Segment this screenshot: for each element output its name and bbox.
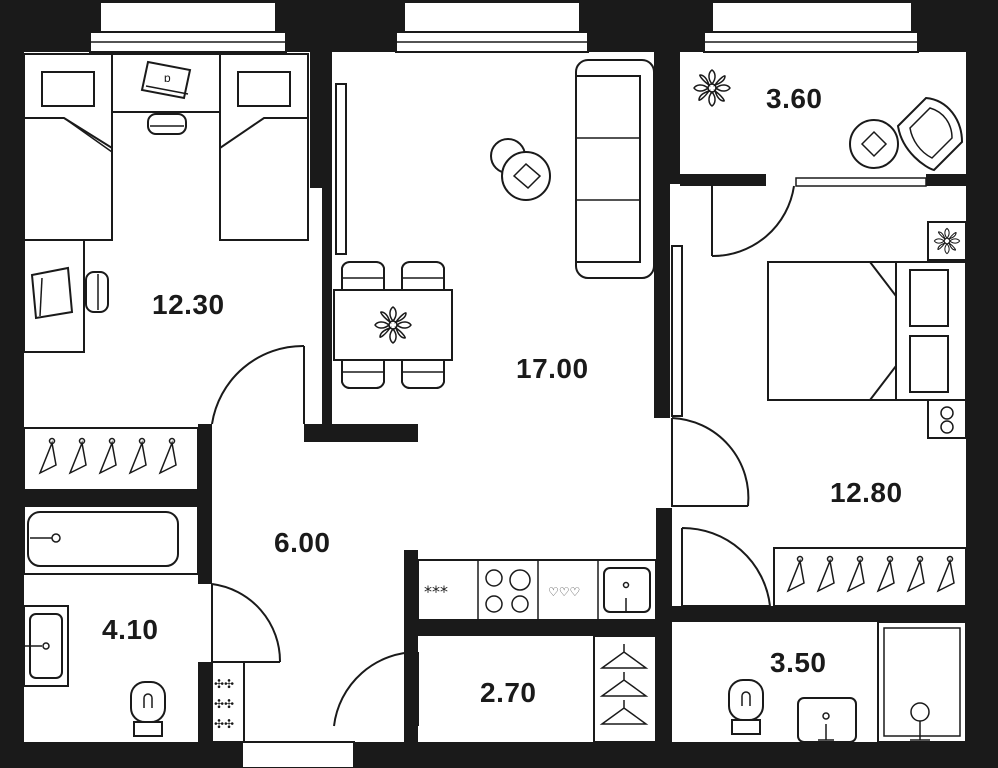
sofa-icon [575,59,655,279]
area-label-storage: 2.70 [480,677,537,708]
area-label-bedroom-2: 12.80 [830,477,903,508]
area-labels: 12.30 17.00 3.60 12.80 6.00 4.10 2.70 3.… [102,83,903,708]
dining-table-icon [333,261,453,389]
svg-text:✣✣: ✣✣ [214,697,234,711]
living-room [333,59,750,507]
toilet-icon [130,681,166,737]
flower-icon [693,69,731,107]
door-swing-icon [333,650,419,727]
armchair-icon [896,96,964,172]
chair-icon [85,271,109,313]
wardrobe-icon [23,427,199,491]
area-label-bathroom: 4.10 [102,614,159,645]
interior-walls [24,52,968,742]
sink-icon [23,605,69,687]
side-table-icon [849,119,899,169]
svg-text:✣✣: ✣✣ [214,717,234,731]
bedroom-2 [671,221,967,607]
svg-text:***: *** [424,582,448,601]
bedroom-1: ɒ [23,53,309,491]
area-label-living-room: 17.00 [516,353,589,384]
desk-icon [23,239,85,353]
wardrobe-icon [773,547,967,607]
toilet-icon [728,679,764,735]
area-label-wc: 3.50 [770,647,827,678]
chair-icon [147,113,187,135]
bathroom [23,505,199,737]
door-swing-icon [711,185,795,258]
washing-machine-icon: ✣✣ ✣✣ ✣✣ [211,661,245,743]
door-swing-icon [211,583,282,663]
door-swing-icon [671,417,750,507]
door-swing-icon [681,526,771,607]
shower-icon [877,621,967,743]
wardrobe-icon [593,635,657,743]
area-label-bedroom-1: 12.30 [152,289,225,320]
flower-icon [374,306,412,344]
side-table-icon [490,138,551,201]
desk-icon: ɒ [111,53,221,113]
balcony [693,69,964,258]
stove-icon: *** ♡♡♡ [417,559,657,621]
side-table-icon [927,221,967,439]
svg-text:ɒ: ɒ [164,71,171,85]
bed-icon [767,261,967,401]
hallway: *** ♡♡♡ ✣✣ ✣✣ ✣✣ [211,526,771,743]
area-label-balcony: 3.60 [766,83,823,114]
bathtub-icon [23,505,199,575]
door-swing-icon [211,344,305,425]
storage [593,635,657,743]
sink-icon [797,697,857,743]
svg-text:✣✣: ✣✣ [214,677,234,691]
svg-text:♡♡♡: ♡♡♡ [548,585,580,599]
area-label-hallway: 6.00 [274,527,331,558]
wc [728,621,967,743]
window-icon [89,1,919,768]
